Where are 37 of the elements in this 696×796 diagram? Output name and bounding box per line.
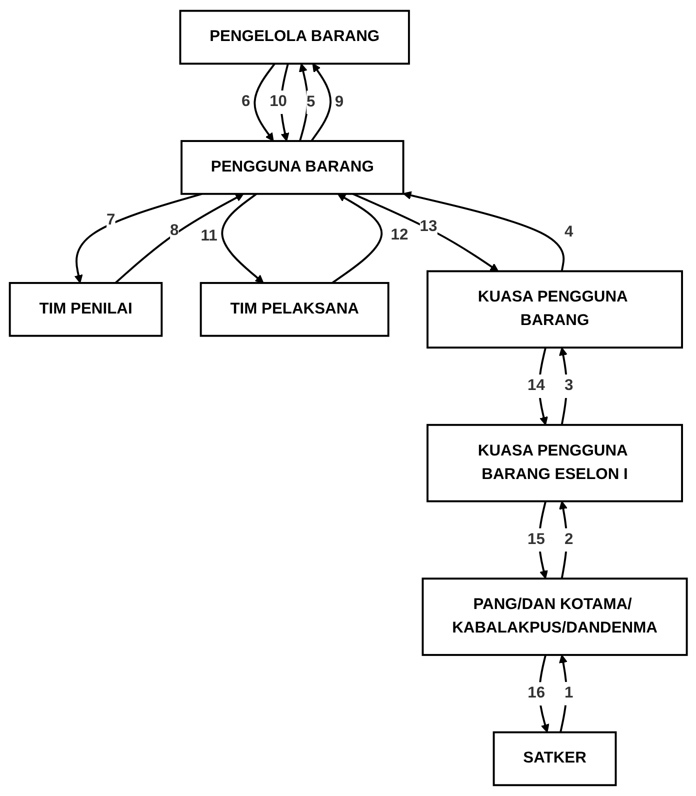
- edge-label: 11: [200, 228, 217, 244]
- node-box: TIM PELAKSANA: [200, 282, 389, 337]
- node-box: KUASA PENGGUNA BARANG: [426, 270, 683, 349]
- edge-label: 5: [306, 94, 315, 110]
- edge-label: 4: [564, 224, 573, 240]
- edge-label: 9: [334, 94, 344, 110]
- arrow: [298, 63, 308, 142]
- node-box: PENGGUNA BARANG: [180, 140, 404, 195]
- arrow: [538, 347, 548, 426]
- arrow: [253, 63, 276, 142]
- edge-label: 6: [241, 93, 250, 110]
- edge-label: 12: [390, 226, 408, 244]
- edge-label: 7: [106, 212, 115, 228]
- edge-label: 14: [527, 377, 545, 394]
- arrow: [558, 500, 568, 579]
- edge-label: 3: [564, 377, 573, 394]
- arrow: [402, 191, 564, 272]
- node-box: PANG/DAN KOTAMA/ KABALAKPUS/DANDENMA: [421, 578, 688, 656]
- edge-label: 8: [170, 222, 178, 240]
- arrow: [558, 654, 568, 732]
- node-box: PENGELOLA BARANG: [178, 10, 410, 65]
- edge-label: 15: [527, 531, 545, 548]
- arrow: [114, 194, 244, 284]
- edge-label: 10: [269, 93, 287, 110]
- edge-label: 2: [564, 531, 573, 548]
- arrow: [558, 347, 568, 426]
- node-box: KUASA PENGGUNA BARANG ESELON I: [426, 424, 683, 502]
- arrow: [331, 194, 382, 284]
- node-box: SATKER: [492, 731, 616, 786]
- arrow: [74, 192, 202, 284]
- edge-label: 13: [419, 218, 437, 235]
- arrow: [310, 63, 332, 142]
- arrow: [352, 193, 498, 272]
- arrow: [220, 193, 264, 284]
- node-box: TIM PENILAI: [8, 282, 162, 337]
- edge-label: 1: [564, 684, 573, 702]
- edge-label: 16: [527, 685, 545, 702]
